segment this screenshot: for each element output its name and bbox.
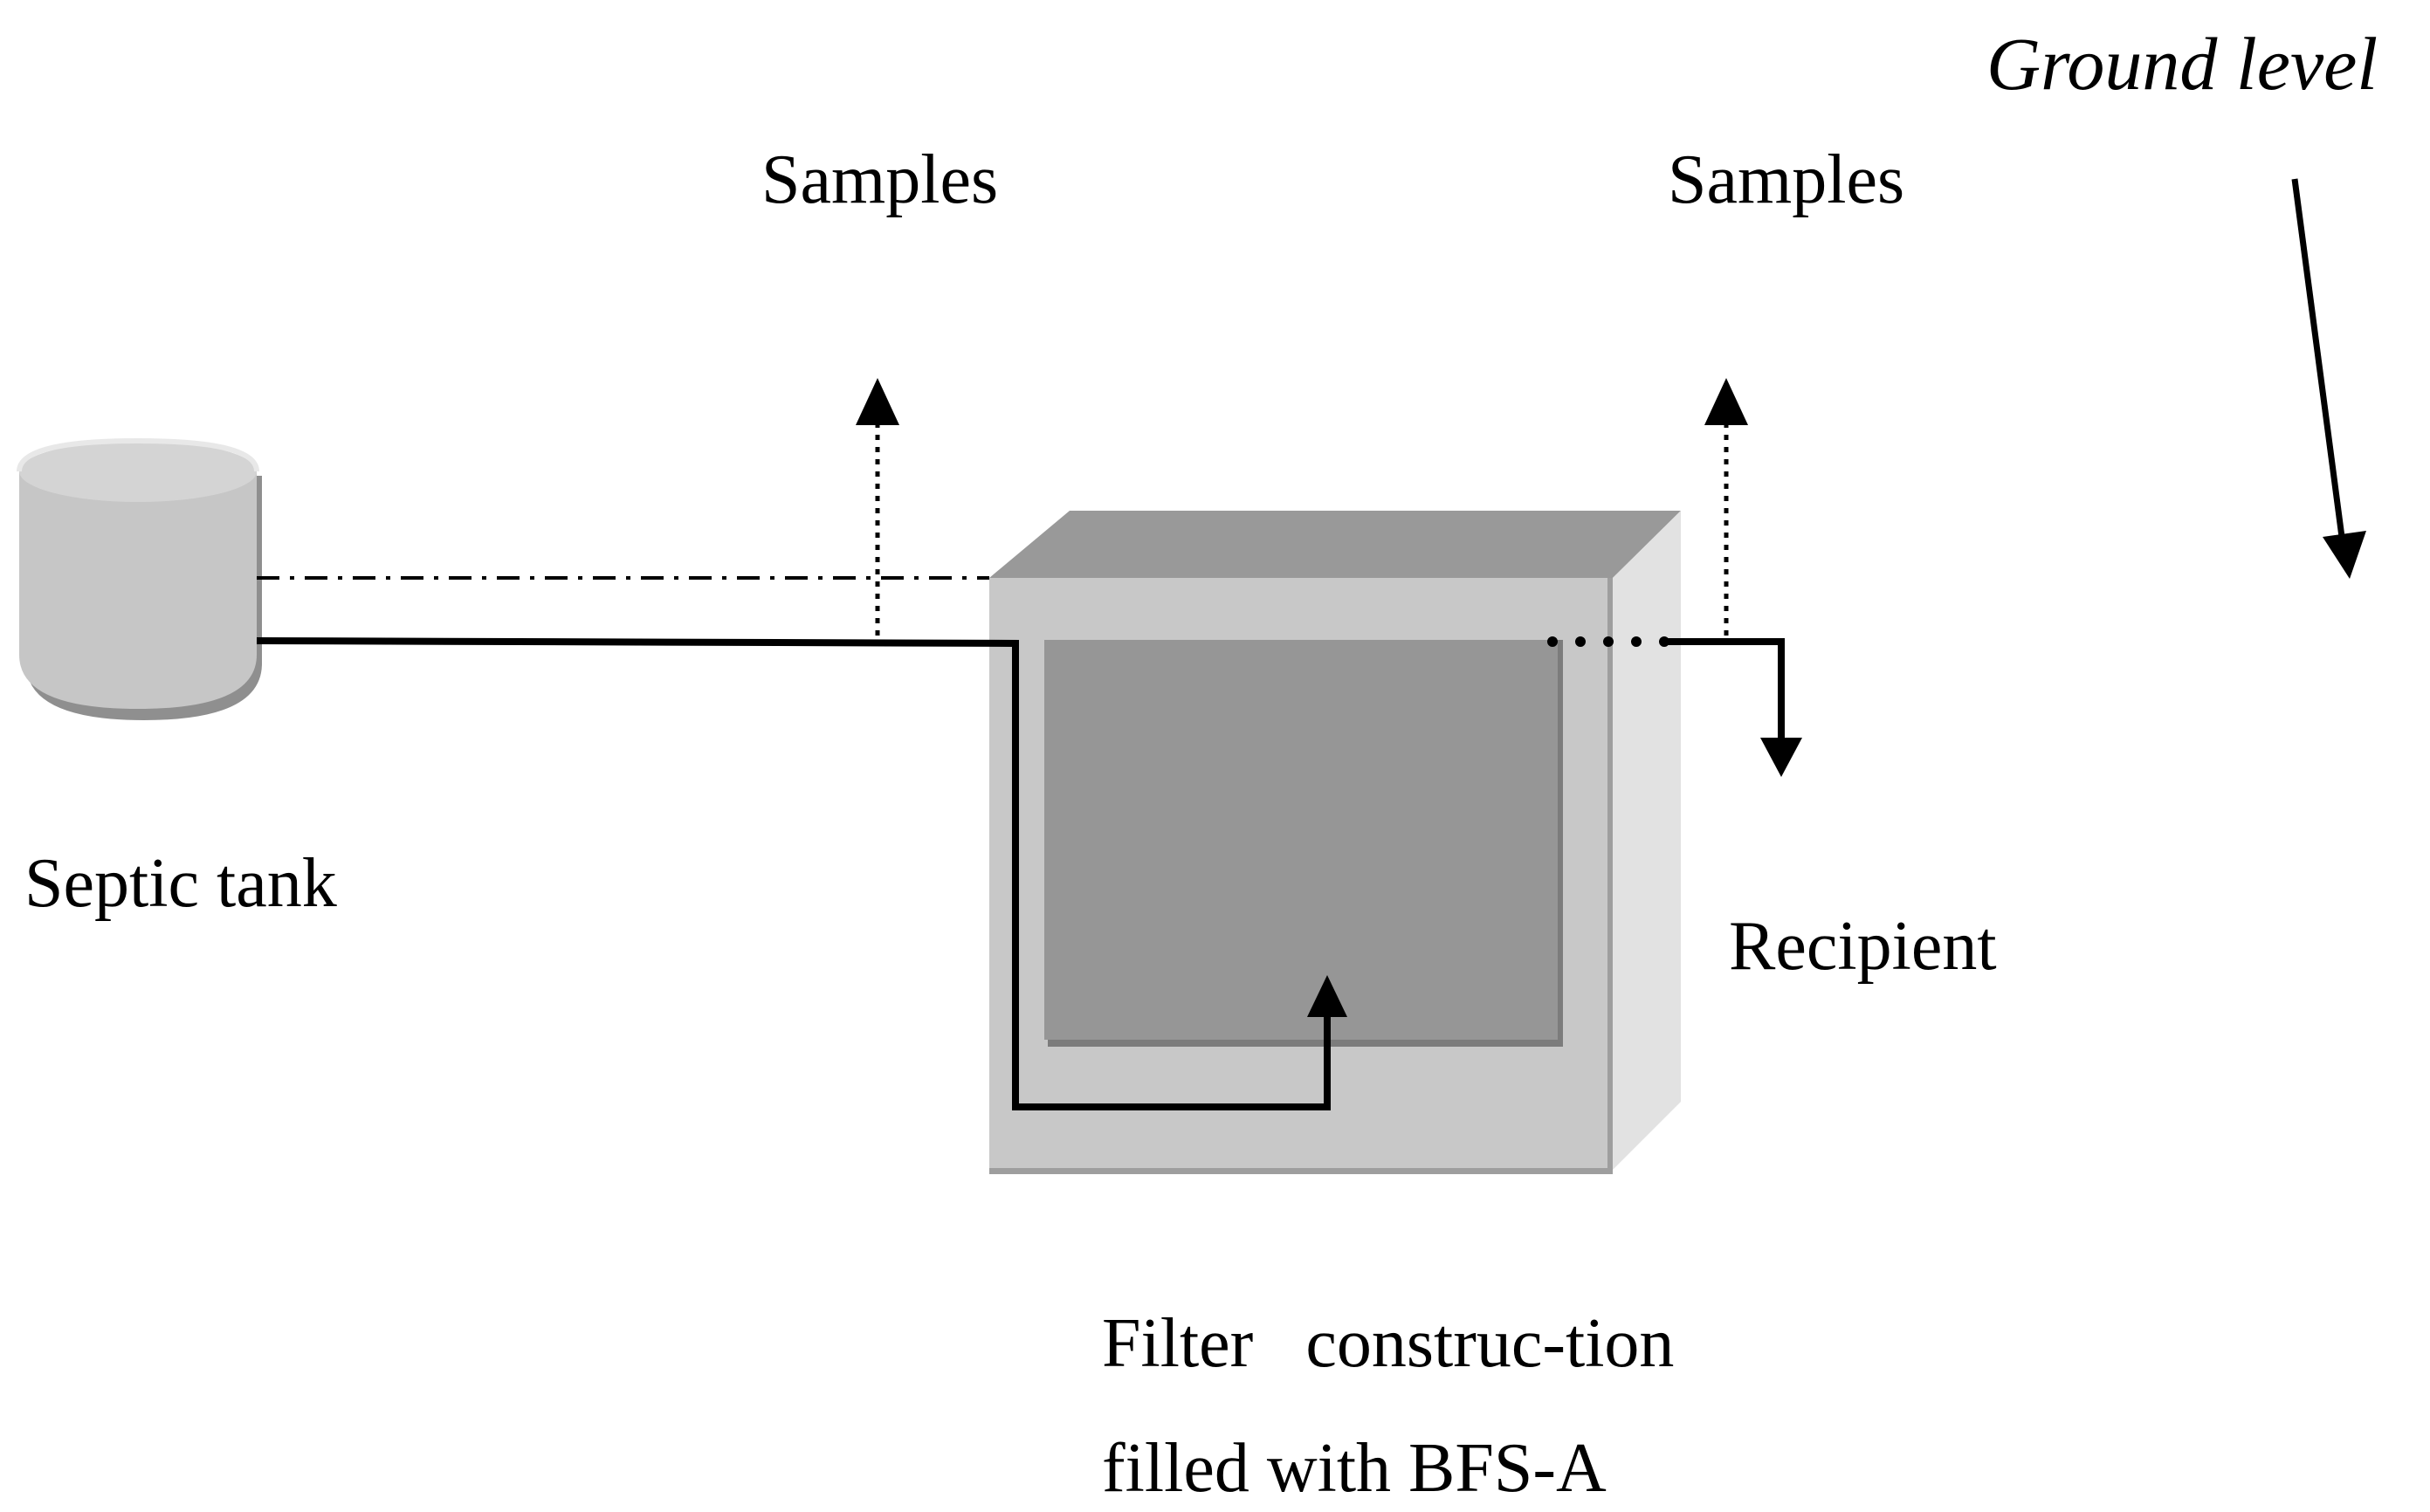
filter-fill-label: filled with BFS-A — [1102, 1430, 1607, 1507]
septic-tank-icon — [17, 437, 262, 720]
ground-level-arrow-head — [2323, 531, 2366, 579]
septic-tank-top — [19, 441, 257, 502]
recipient-label: Recipient — [1729, 908, 1997, 985]
ground-level-arrow-line — [2291, 178, 2345, 538]
samples-left-label: Samples — [761, 141, 998, 218]
outflow-pipe — [1666, 638, 1785, 742]
filter-inner-chamber — [1044, 640, 1558, 1040]
ground-level-label: Ground level — [1986, 22, 2378, 106]
inflow-arrow-head — [1307, 975, 1347, 1017]
sample-right-arrow-head — [1704, 378, 1748, 425]
filter-box-side — [1613, 511, 1681, 1170]
sample-left-arrow-head — [856, 378, 899, 425]
samples-right-label: Samples — [1668, 141, 1904, 218]
septic-tank-label: Septic tank — [24, 845, 337, 922]
filter-box — [989, 511, 1681, 1174]
inflow-pipe — [256, 637, 1331, 1110]
filter-box-top — [989, 511, 1681, 578]
filter-construction-label: Filter construc-tion — [1102, 1305, 1674, 1382]
septic-tank-body — [19, 471, 257, 709]
outflow-arrow-head — [1760, 738, 1802, 777]
